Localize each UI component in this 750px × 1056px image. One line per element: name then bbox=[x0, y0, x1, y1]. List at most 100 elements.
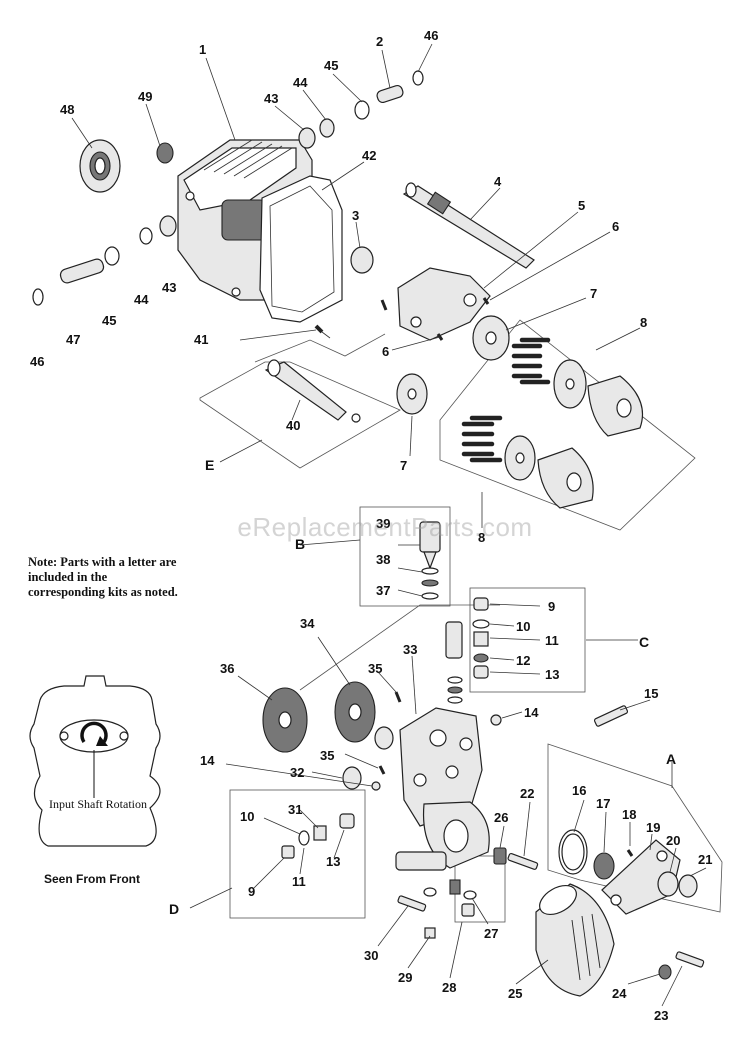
callout-48: 48 bbox=[60, 102, 74, 117]
kit-label-d: D bbox=[169, 901, 179, 917]
callout-35-mid: 35 bbox=[320, 748, 334, 763]
callout-11-c: 11 bbox=[545, 633, 559, 648]
callout-24: 24 bbox=[612, 986, 627, 1001]
callout-14-left: 14 bbox=[200, 753, 215, 768]
kit-c-outline bbox=[469, 587, 586, 693]
callout-14-right: 14 bbox=[524, 705, 539, 720]
kit-d-outline bbox=[229, 789, 366, 919]
thrust-washer-upper bbox=[472, 315, 510, 361]
callout-6-mid: 6 bbox=[382, 344, 389, 359]
plate-34 bbox=[334, 681, 376, 743]
fitting-26 bbox=[493, 847, 507, 865]
callout-33: 33 bbox=[403, 642, 417, 657]
washer-27 bbox=[463, 890, 477, 900]
callout-45-top: 45 bbox=[324, 58, 338, 73]
callout-9-d: 9 bbox=[248, 884, 255, 899]
pistons-lower bbox=[461, 415, 594, 509]
callout-2: 2 bbox=[376, 34, 383, 49]
fitting-28b bbox=[449, 879, 461, 895]
callout-32: 32 bbox=[290, 765, 304, 780]
callout-8-top: 8 bbox=[640, 315, 647, 330]
bolt-15 bbox=[593, 705, 629, 727]
bolt-22 bbox=[507, 853, 539, 870]
callout-46-left: 46 bbox=[30, 354, 44, 369]
cartridge-39 bbox=[419, 521, 441, 600]
rotation-inset bbox=[29, 675, 161, 847]
clip-46-top bbox=[412, 70, 424, 86]
kit-b-outline bbox=[359, 506, 451, 607]
leader-lines bbox=[71, 43, 707, 1007]
watermark: eReplacementParts.com bbox=[237, 512, 533, 542]
callout-12: 12 bbox=[516, 653, 530, 668]
shaft-4 bbox=[402, 182, 535, 269]
callout-37: 37 bbox=[376, 583, 390, 598]
callout-29: 29 bbox=[398, 970, 412, 985]
callout-11-d: 11 bbox=[292, 874, 306, 889]
kit-e-pointer bbox=[254, 333, 386, 363]
callout-35-top: 35 bbox=[368, 661, 382, 676]
bolt-30 bbox=[397, 895, 427, 912]
rotation-label: Input Shaft Rotation bbox=[49, 797, 147, 811]
swashplate bbox=[397, 267, 491, 341]
pin-35b bbox=[378, 765, 386, 775]
callout-34: 34 bbox=[300, 616, 315, 631]
callout-labels: 1 2 46 45 44 43 48 49 42 4 3 5 6 44 43 4… bbox=[30, 28, 712, 1023]
callout-9-c: 9 bbox=[548, 599, 555, 614]
callout-45-left: 45 bbox=[102, 313, 116, 328]
callout-3: 3 bbox=[352, 208, 359, 223]
stack-33 bbox=[447, 676, 463, 704]
callout-1: 1 bbox=[199, 42, 206, 57]
kit-note: Note: Parts with a letter are included i… bbox=[28, 555, 178, 599]
kit-e-outline bbox=[199, 361, 401, 469]
callout-22: 22 bbox=[520, 786, 534, 801]
callout-17: 17 bbox=[596, 796, 610, 811]
kit-label-a: A bbox=[666, 751, 676, 767]
pin-47 bbox=[59, 258, 105, 284]
callout-7-mid: 7 bbox=[400, 458, 407, 473]
oil-filter bbox=[535, 883, 615, 997]
callout-8-mid: 8 bbox=[478, 530, 485, 545]
plate-36 bbox=[262, 687, 308, 753]
callout-10-d: 10 bbox=[240, 809, 254, 824]
rotation-arrow-icon bbox=[80, 721, 108, 743]
callout-47: 47 bbox=[66, 332, 80, 347]
callout-15: 15 bbox=[644, 686, 658, 701]
callout-30: 30 bbox=[364, 948, 378, 963]
callout-44-left: 44 bbox=[134, 292, 149, 307]
callout-4: 4 bbox=[494, 174, 502, 189]
kit-d-parts bbox=[281, 813, 355, 859]
callout-5: 5 bbox=[578, 198, 585, 213]
callout-13-c: 13 bbox=[545, 667, 559, 682]
bushing-44-left bbox=[139, 227, 153, 245]
callout-19: 19 bbox=[646, 820, 660, 835]
fitting-28 bbox=[461, 903, 475, 917]
washer-45-left bbox=[104, 246, 120, 266]
callout-26: 26 bbox=[494, 810, 508, 825]
callout-20: 20 bbox=[666, 833, 680, 848]
callout-31: 31 bbox=[288, 802, 302, 817]
pin-6a bbox=[380, 299, 388, 311]
callout-42: 42 bbox=[362, 148, 376, 163]
seal-49 bbox=[156, 142, 174, 164]
callout-46-top: 46 bbox=[424, 28, 438, 43]
callout-40: 40 bbox=[286, 418, 300, 433]
callout-44-top: 44 bbox=[293, 75, 308, 90]
input-shaft bbox=[264, 359, 361, 423]
bushing-44-top bbox=[319, 118, 335, 138]
callout-43-top: 43 bbox=[264, 91, 278, 106]
callout-43-left: 43 bbox=[162, 280, 176, 295]
fitting-29 bbox=[424, 927, 436, 939]
clip-46-left bbox=[32, 288, 44, 306]
roller-3 bbox=[350, 246, 374, 274]
rotation-caption: Seen From Front bbox=[43, 872, 140, 886]
kit-label-c: C bbox=[639, 634, 649, 650]
plug-14a bbox=[371, 781, 381, 791]
gasket-inner bbox=[269, 185, 335, 313]
callout-21: 21 bbox=[698, 852, 712, 867]
pin-6c bbox=[482, 297, 490, 305]
callout-23: 23 bbox=[654, 1008, 668, 1023]
bushing-43-left bbox=[159, 215, 177, 237]
callout-16: 16 bbox=[572, 783, 586, 798]
